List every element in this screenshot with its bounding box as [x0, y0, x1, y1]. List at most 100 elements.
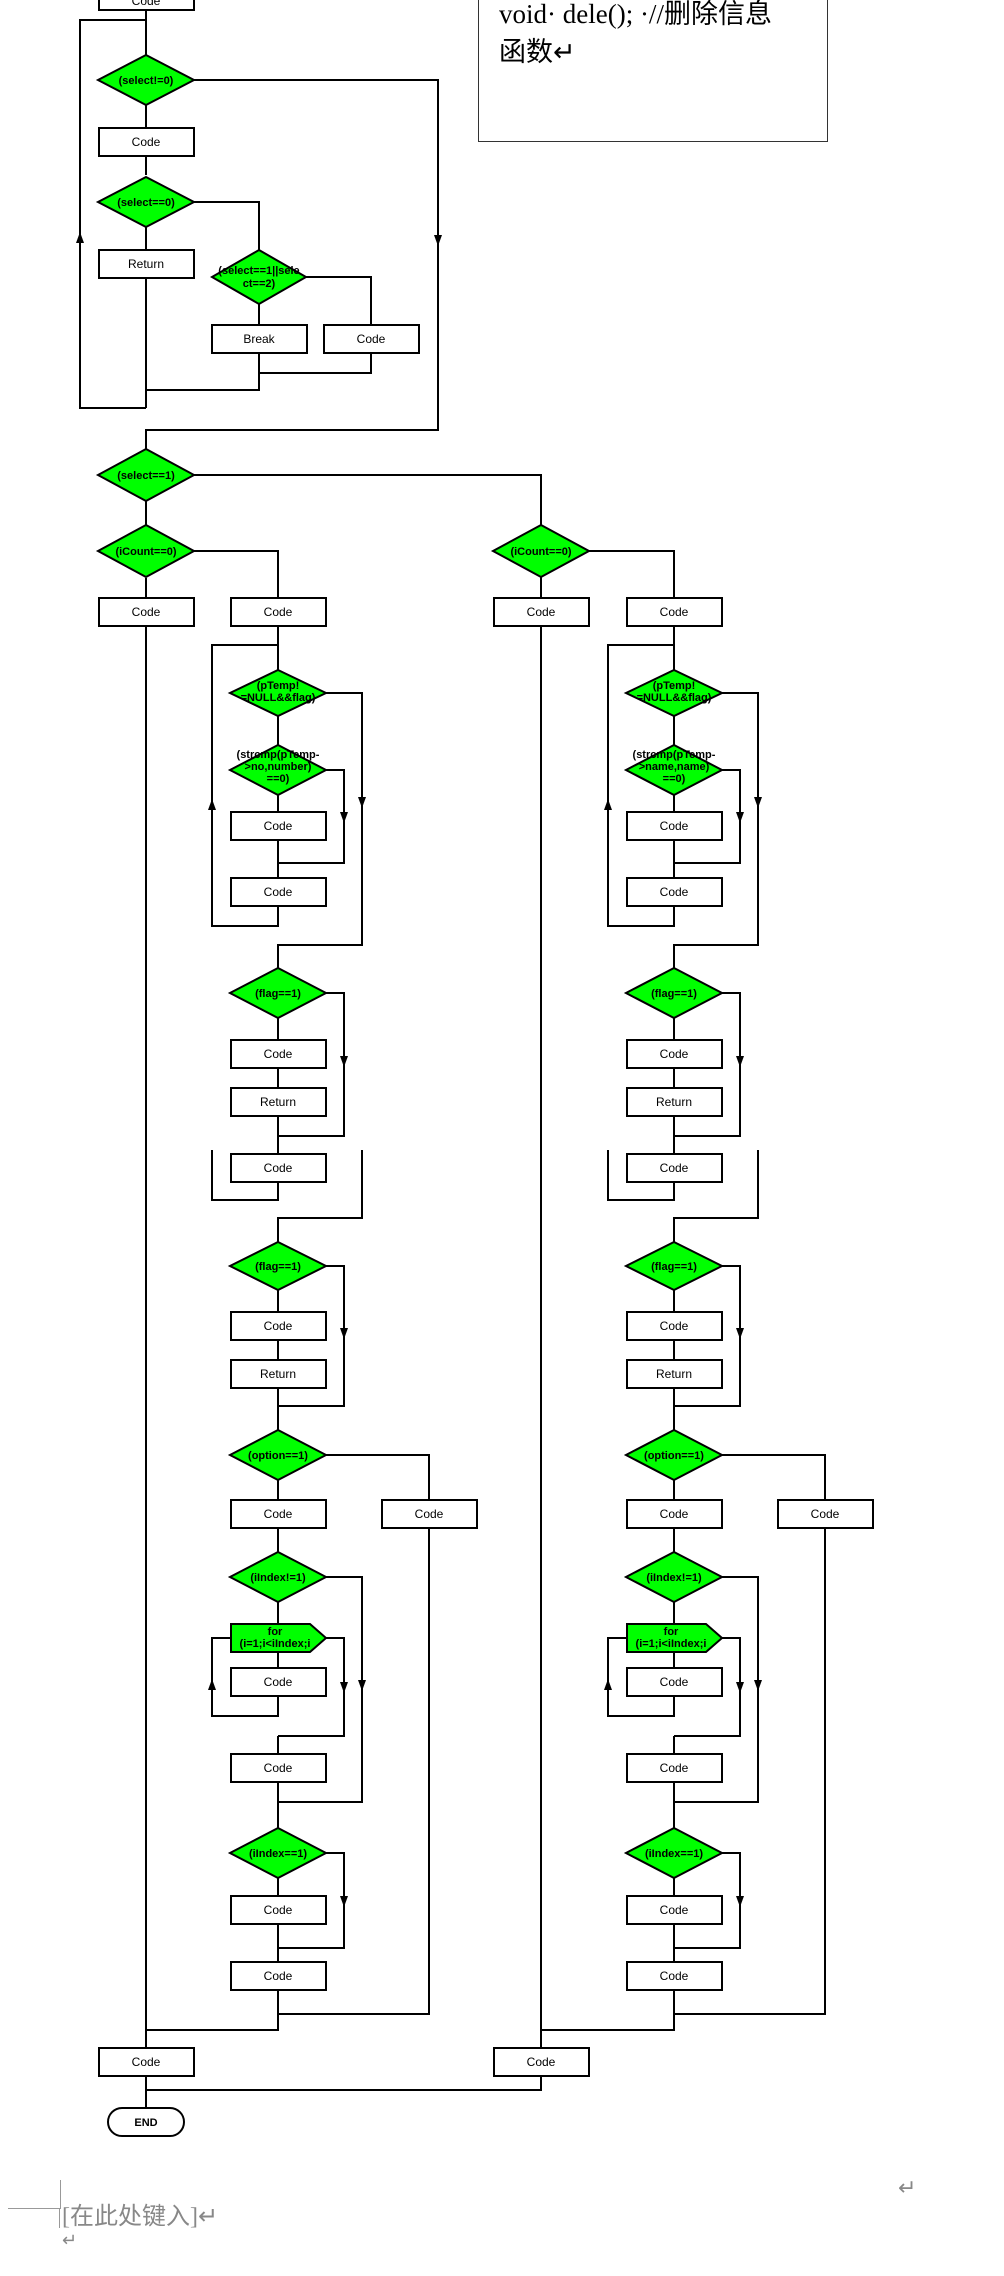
- code-label: Code: [264, 1507, 293, 1521]
- code-label: Code: [264, 1047, 293, 1061]
- decision-label: (iIndex!=1): [250, 1572, 306, 1584]
- header-placeholder[interactable]: [在此处键入]↵: [62, 2204, 219, 2230]
- code-box: [626, 811, 723, 841]
- top-loop-section: Code (select!=0) Code (select==0) Return…: [76, 0, 442, 447]
- decision-label: (option==1): [248, 1450, 308, 1462]
- code-label: Code: [415, 1507, 444, 1521]
- code-box: [626, 1961, 723, 1991]
- arrow-down: [358, 797, 366, 808]
- arrow-down: [736, 1056, 744, 1067]
- arrow-up: [208, 1679, 216, 1690]
- code-box: [98, 0, 195, 11]
- decision-label: (select==0): [117, 197, 175, 209]
- code-box: [230, 1153, 327, 1183]
- return-box: [230, 1087, 327, 1117]
- arrow-up: [208, 799, 216, 810]
- note-line-1: void· dele(); ·//删除信息: [499, 0, 772, 29]
- break-label: Break: [243, 332, 275, 346]
- return-label: Return: [128, 257, 164, 271]
- arrow-down: [736, 812, 744, 823]
- return-label: Return: [656, 1095, 692, 1109]
- code-label: Code: [660, 1507, 689, 1521]
- end-label: END: [134, 2117, 157, 2129]
- decision-label: (flag==1): [651, 1261, 697, 1273]
- return-label: Return: [656, 1367, 692, 1381]
- code-label: Code: [132, 2055, 161, 2069]
- arrow-up: [604, 1679, 612, 1690]
- decision-strcmp-name: [623, 743, 725, 797]
- code-label: Code: [357, 332, 386, 346]
- code-box: [230, 1039, 327, 1069]
- code-label: Code: [264, 1761, 293, 1775]
- code-label: Code: [660, 1903, 689, 1917]
- arrow-down: [340, 1682, 348, 1693]
- for-label: (i=1;i<iIndex;i: [240, 1638, 311, 1650]
- code-box: [626, 877, 723, 907]
- arrow-down: [736, 1328, 744, 1339]
- decision-label: (iCount==0): [115, 546, 176, 558]
- arrow-down: [736, 1682, 744, 1693]
- decision-label: ct==2): [243, 278, 276, 290]
- code-box: [626, 1667, 723, 1697]
- break-box: [211, 324, 308, 354]
- return-label: Return: [260, 1367, 296, 1381]
- decision-ptemp-not-null: [227, 668, 329, 718]
- decision-label: (pTemp!: [257, 680, 300, 692]
- code-label: Code: [264, 1903, 293, 1917]
- code-label: Code: [132, 605, 161, 619]
- end-terminator: [107, 2107, 185, 2137]
- decision-label: (pTemp!: [653, 680, 696, 692]
- decision-label: (strcmp(pTemp-: [633, 749, 716, 761]
- code-box: [626, 1499, 723, 1529]
- for-label: for: [268, 1626, 283, 1638]
- code-box: [626, 1895, 723, 1925]
- code-box: [626, 1753, 723, 1783]
- code-box: [626, 1039, 723, 1069]
- decision-label: (iIndex==1): [249, 1848, 307, 1860]
- code-label: Code: [660, 1675, 689, 1689]
- decision-label: =NULL&&flag): [241, 692, 316, 704]
- code-label: Code: [660, 1161, 689, 1175]
- arrow-down: [754, 797, 762, 808]
- for-loop-shape: [626, 1623, 724, 1653]
- decision-label: (flag==1): [255, 1261, 301, 1273]
- decision-label: (strcmp(pTemp-: [237, 749, 320, 761]
- code-box: [493, 597, 590, 627]
- code-label: Code: [660, 605, 689, 619]
- code-box: [230, 1499, 327, 1529]
- decision-select-eq-0: [95, 175, 197, 229]
- code-label: Code: [264, 1319, 293, 1333]
- return-box: [626, 1087, 723, 1117]
- decision-label: =NULL&&flag): [637, 692, 712, 704]
- decision-select-ne-0: [95, 53, 197, 107]
- code-label: Code: [660, 1319, 689, 1333]
- arrow-down: [340, 1328, 348, 1339]
- arrow-down: [434, 235, 442, 246]
- code-label: Code: [132, 135, 161, 149]
- code-box: [626, 1311, 723, 1341]
- return-box: [626, 1359, 723, 1389]
- return-label: Return: [260, 1095, 296, 1109]
- paragraph-mark: ↵: [62, 2230, 78, 2250]
- arrow-down: [754, 1680, 762, 1691]
- code-label: Code: [660, 885, 689, 899]
- code-label: Code: [660, 819, 689, 833]
- code-label: Code: [527, 605, 556, 619]
- arrow-down: [736, 1896, 744, 1907]
- code-label: Code: [264, 1675, 293, 1689]
- code-label: Code: [264, 1161, 293, 1175]
- decision-label: (select==1||sele: [218, 265, 299, 277]
- decision-select-eq-1: [95, 447, 197, 503]
- decision-label: (flag==1): [255, 988, 301, 1000]
- branch-search-by-number: (iCount==0) Code Code (pTemp! =NULL&&fla…: [95, 523, 478, 2031]
- code-box: [323, 324, 420, 354]
- header-corner-mark: [59, 2208, 60, 2228]
- decision-label: (option==1): [644, 1450, 704, 1462]
- decision-label: (select==1): [117, 470, 175, 482]
- code-label: Code: [660, 1047, 689, 1061]
- decision-label: (select!=0): [119, 75, 174, 87]
- code-label: Code: [132, 0, 161, 8]
- decision-label: >name,name): [639, 761, 710, 773]
- return-box: [230, 1359, 327, 1389]
